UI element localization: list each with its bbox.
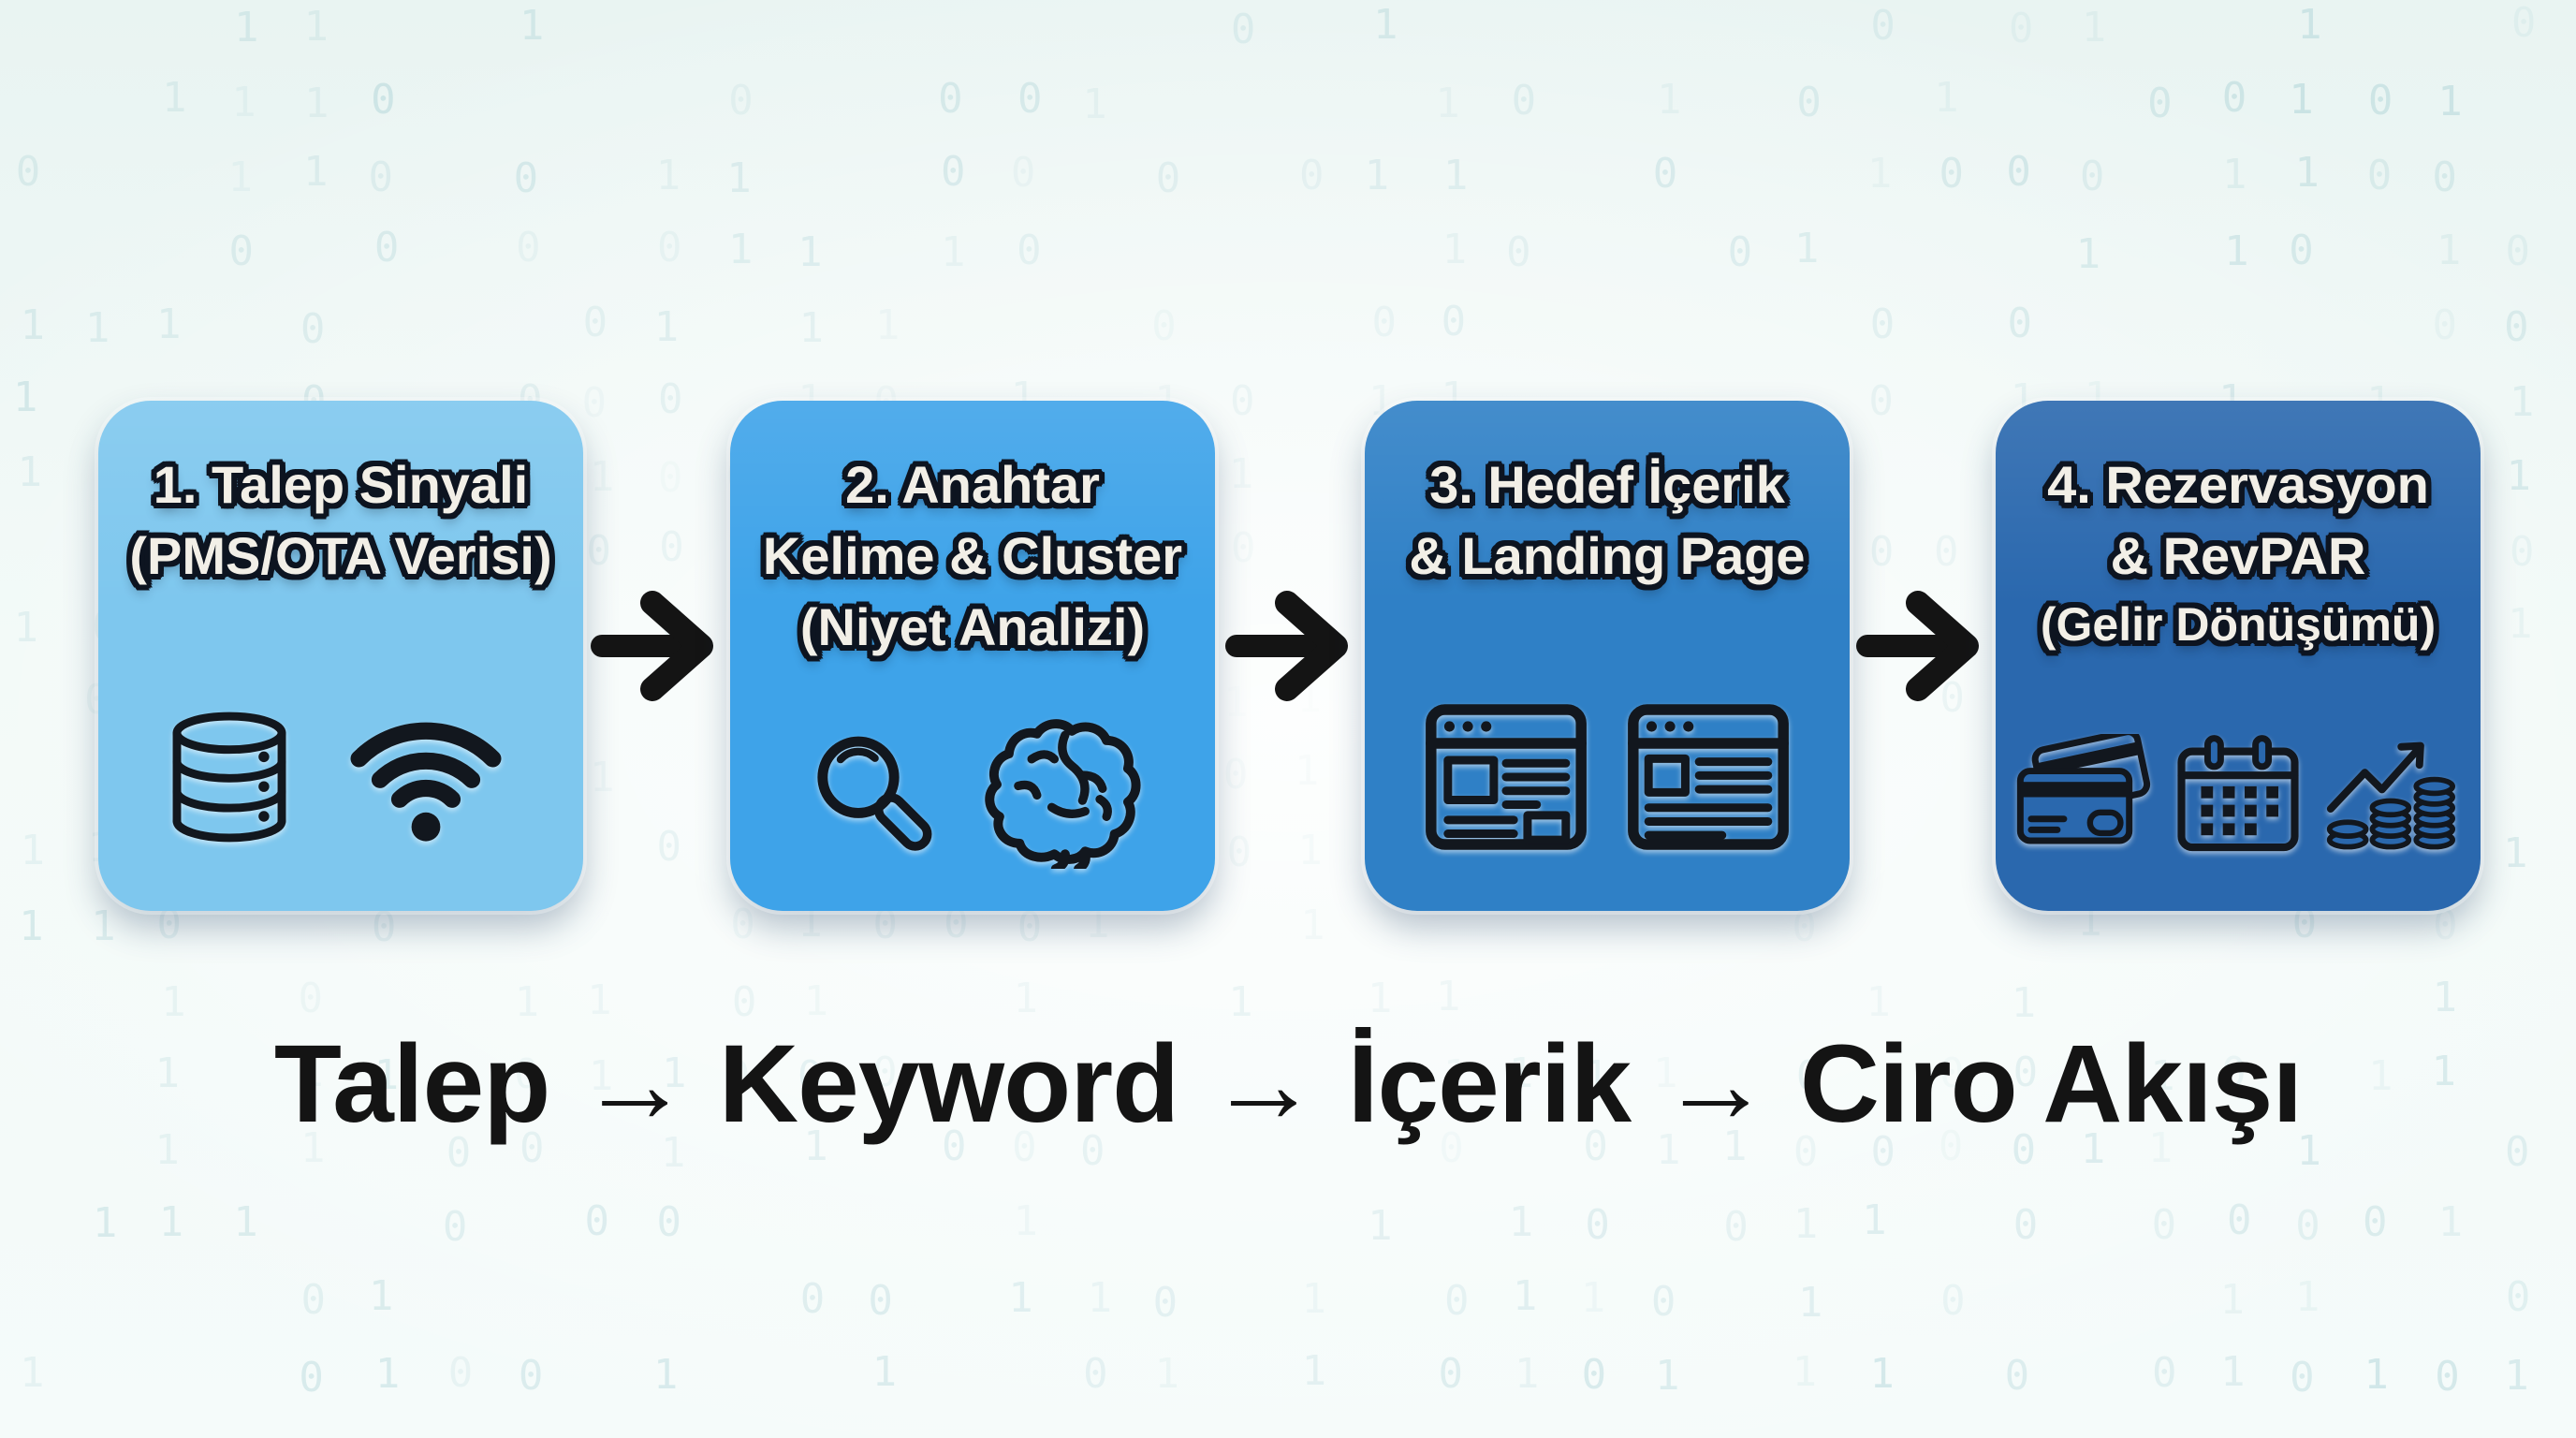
credit-card-icon	[2016, 734, 2151, 844]
step-title: 3. Hedef İçerik & Landing Page	[1365, 449, 1850, 592]
step-box-anahtar-kelime: 2. Anahtar Kelime & Cluster (Niyet Anali…	[730, 401, 1215, 911]
step-icons	[98, 693, 583, 861]
step-icons	[730, 710, 1215, 878]
step-box-talep-sinyali: 1. Talep Sinyali (PMS/OTA Verisi)	[98, 401, 583, 911]
step-title-line: 1. Talep Sinyali	[153, 455, 529, 514]
step-icons	[1996, 710, 2481, 878]
step-title-line: & Landing Page	[1409, 526, 1806, 585]
step-title-line: (Niyet Analizi)	[799, 597, 1146, 656]
step-title-line: 2. Anahtar	[845, 455, 1100, 514]
flow-arrow-icon	[591, 591, 713, 701]
step-title: 1. Talep Sinyali (PMS/OTA Verisi)	[98, 449, 583, 592]
brain-icon	[985, 719, 1141, 869]
step-title: 4. Rezervasyon & RevPAR (Gelir Dönüşümü)	[1996, 449, 2481, 657]
step-title-line: & RevPAR	[2110, 526, 2366, 585]
flow-arrow-icon	[1225, 591, 1348, 701]
wifi-icon	[350, 722, 502, 842]
browser-page-icon	[1426, 704, 1587, 850]
summary-flow-text: Talep → Keyword → İçerik → Ciro Akışı	[273, 1022, 2303, 1146]
search-magnifier-icon	[817, 736, 932, 851]
step-icons	[1365, 693, 1850, 861]
revenue-growth-icon	[2326, 741, 2455, 850]
step-title: 2. Anahtar Kelime & Cluster (Niyet Anali…	[730, 449, 1215, 663]
database-icon	[172, 712, 286, 843]
calendar-icon	[2177, 735, 2299, 852]
step-title-line: Kelime & Cluster	[762, 526, 1183, 585]
flow-arrow-icon	[1856, 591, 1979, 701]
step-title-line: 3. Hedef İçerik	[1429, 455, 1785, 514]
step-box-rezervasyon-revpar: 4. Rezervasyon & RevPAR (Gelir Dönüşümü)	[1996, 401, 2481, 911]
step-title-line: 4. Rezervasyon	[2047, 455, 2429, 514]
step-title-line: (Gelir Dönüşümü)	[2040, 598, 2437, 651]
step-box-hedef-icerik: 3. Hedef İçerik & Landing Page	[1365, 401, 1850, 911]
step-title-line: (PMS/OTA Verisi)	[129, 526, 552, 585]
browser-page-icon	[1628, 704, 1789, 850]
